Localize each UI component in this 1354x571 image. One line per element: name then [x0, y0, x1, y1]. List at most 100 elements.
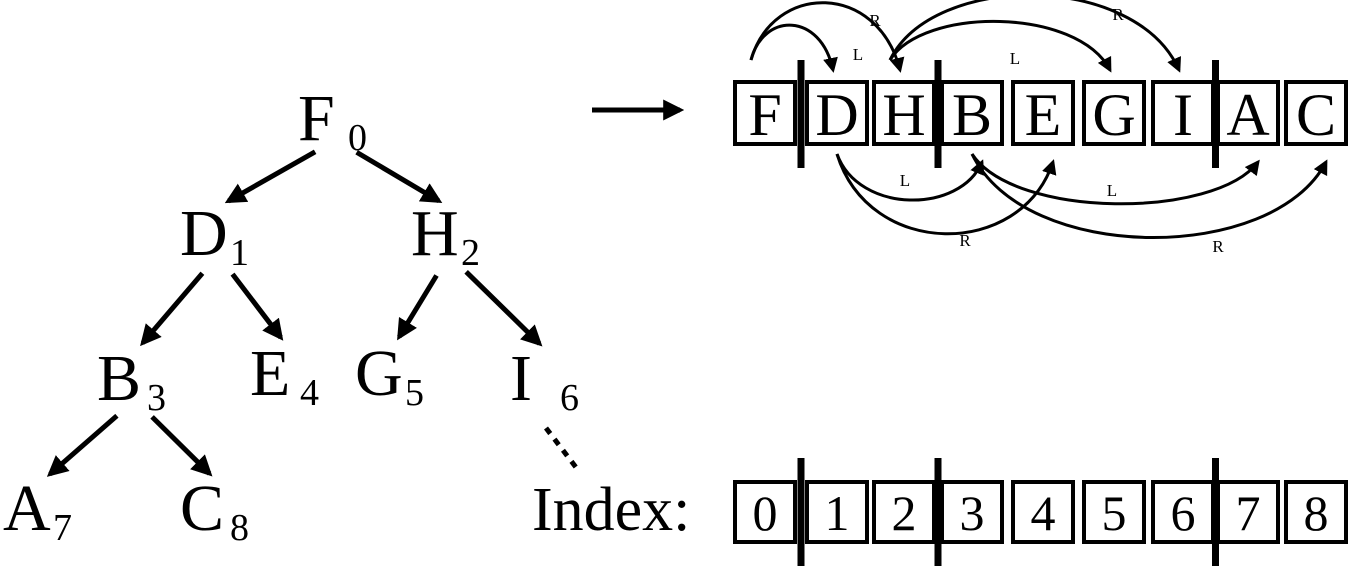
index-cell-7: 7 — [1216, 480, 1280, 544]
tree-node-label: I — [510, 342, 532, 415]
child-link-label: L — [900, 171, 910, 190]
array-cell-box — [1082, 80, 1146, 146]
child-link-label: L — [1010, 49, 1020, 68]
tree-edge-D-B — [140, 271, 205, 347]
array-cell-letter: F — [748, 82, 781, 148]
array-cell-letter: D — [815, 82, 858, 148]
index-cell-box — [733, 480, 797, 544]
tree-node-label: A — [3, 472, 51, 545]
index-cell-6: 6 — [1151, 480, 1215, 544]
child-link-label: L — [853, 45, 863, 64]
tree-edge-F-D — [224, 149, 317, 204]
tree-edge-B-C — [150, 415, 213, 477]
index-cell-8: 8 — [1284, 480, 1348, 544]
index-cell-box — [872, 480, 936, 544]
array-cell-letter: A — [1226, 82, 1269, 148]
array-cell-letter: C — [1296, 82, 1336, 148]
index-cell-number: 1 — [825, 485, 850, 541]
array-cell-letter: E — [1025, 82, 1062, 148]
array-cell-1: D — [805, 80, 869, 148]
tree-node-index: 6 — [560, 377, 579, 419]
index-cell-1: 1 — [805, 480, 869, 544]
child-link-arrow — [888, 19, 1112, 73]
tree-edge-H-G — [397, 274, 439, 341]
tree-node-index: 7 — [53, 507, 72, 549]
child-link-label: L — [1107, 181, 1117, 200]
child-link-0-1: L — [749, 23, 863, 73]
tree-node-label: H — [411, 197, 459, 270]
tree-node-index: 1 — [230, 232, 249, 274]
index-cell-2: 2 — [872, 480, 936, 544]
array-cell-box — [805, 80, 869, 146]
child-link-arrow — [835, 153, 1057, 236]
tree-node-index: 3 — [147, 377, 166, 419]
index-cell-number: 2 — [892, 485, 917, 541]
tree-edge-D-E — [230, 272, 284, 341]
array-cell-5: G — [1082, 80, 1146, 148]
index-cell-number: 4 — [1031, 485, 1056, 541]
array-cell-box — [872, 80, 936, 146]
child-link-1-4: R — [835, 153, 1057, 250]
index-cell-number: 3 — [960, 485, 985, 541]
child-link-arrow — [970, 153, 1260, 206]
tree-node-label: B — [97, 342, 141, 415]
index-cell-5: 5 — [1082, 480, 1146, 544]
index-cell-box — [805, 480, 869, 544]
index-cell-box — [1082, 480, 1146, 544]
array-cell-box — [1284, 80, 1348, 146]
tree-node-index: 4 — [300, 372, 319, 414]
child-link-label: R — [1112, 5, 1124, 24]
array-cell-box — [1011, 80, 1075, 146]
index-cell-3: 3 — [940, 480, 1004, 544]
child-link-arrow — [970, 153, 1328, 239]
tree-edge-F-H — [355, 150, 443, 204]
index-cell-4: 4 — [1011, 480, 1075, 544]
child-link-label: R — [869, 11, 881, 30]
array-cell-box — [733, 80, 797, 146]
array-cell-letter: I — [1173, 82, 1193, 148]
child-link-arrow — [835, 153, 985, 202]
level-dividers — [797, 60, 1219, 168]
index-cell-number: 7 — [1236, 485, 1261, 541]
array-cell-box — [940, 80, 1004, 146]
tree-edge-H-I — [464, 270, 543, 347]
child-link-2-6: R — [888, 0, 1181, 73]
index-cell-number: 8 — [1304, 485, 1329, 541]
tree-node-index: 5 — [405, 372, 424, 414]
child-link-2-5: L — [888, 19, 1112, 73]
index-cell-box — [940, 480, 1004, 544]
array-cell-7: A — [1216, 80, 1280, 148]
tree-node-index: 0 — [348, 117, 367, 159]
array-cell-box — [1151, 80, 1215, 146]
array-cell-8: C — [1284, 80, 1348, 148]
continuation-dots — [544, 426, 580, 472]
index-level-dividers — [797, 458, 1219, 566]
index-cell-number: 0 — [753, 485, 778, 541]
tree-node-index: 2 — [461, 232, 480, 274]
array-cell-2: H — [872, 80, 936, 148]
array-cell-letter: H — [882, 82, 925, 148]
index-cell-box — [1011, 480, 1075, 544]
tree-edges — [46, 149, 543, 477]
child-link-label: R — [959, 231, 971, 250]
tree-node-label: F — [298, 82, 335, 155]
tree-node-label: E — [250, 337, 290, 410]
index-cell-0: 0 — [733, 480, 797, 544]
array-cell-4: E — [1011, 80, 1075, 148]
array-cell-box — [1216, 80, 1280, 146]
array-cell-0: F — [733, 80, 797, 148]
